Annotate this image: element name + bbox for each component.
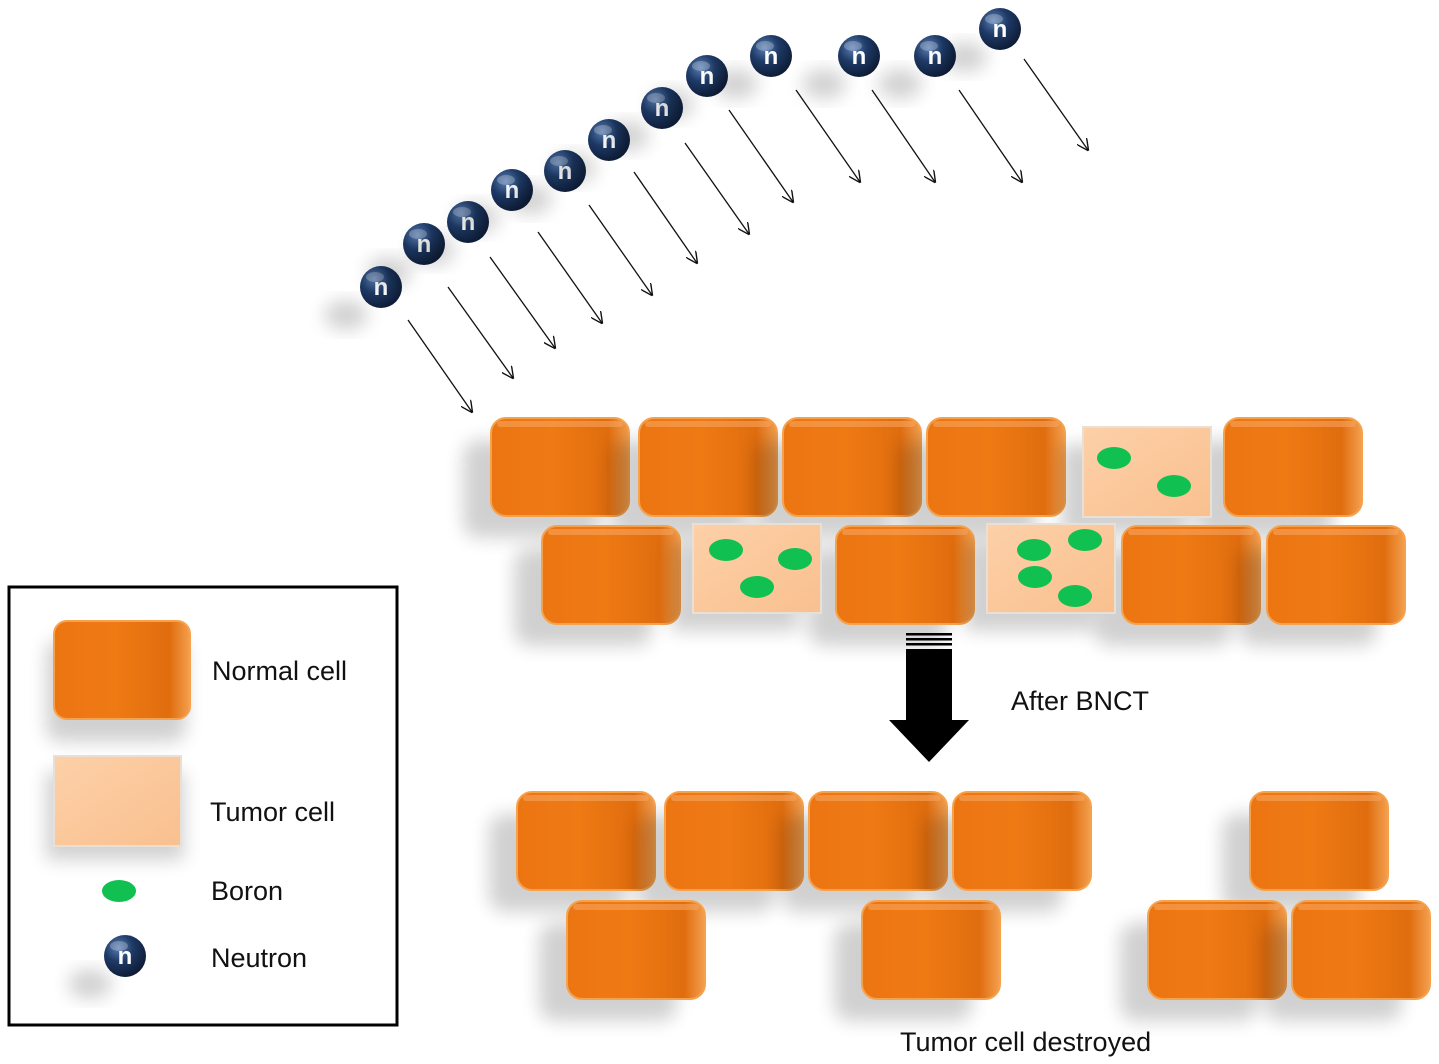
- after-bnct-label: After BNCT: [1011, 686, 1149, 716]
- neutron-icon-legend: n: [68, 935, 146, 999]
- neutron-icon: n: [943, 8, 1021, 72]
- tumor-cell: [1061, 426, 1212, 535]
- neutron-beam-arrows: [407, 58, 1088, 412]
- neutron-beam-arrow: [684, 142, 749, 234]
- legend-tumor-label: Tumor cell: [210, 797, 335, 827]
- normal-cell: [1196, 417, 1363, 538]
- tissue-after-bnct: [489, 791, 1431, 1021]
- neutron-symbol: n: [993, 16, 1008, 43]
- normal-cell: [489, 791, 656, 912]
- neutron-symbol: n: [928, 43, 943, 70]
- neutron-beam-arrow: [537, 231, 602, 323]
- neutron-beam-arrow: [795, 89, 860, 182]
- legend-tumor-cell-swatch: [46, 755, 184, 860]
- normal-cell: [1222, 791, 1389, 912]
- boron-dot: [1017, 539, 1051, 561]
- neutron-symbol: n: [700, 63, 715, 90]
- neutron-beam-arrow: [1023, 58, 1088, 150]
- legend-normal-label: Normal cell: [212, 656, 347, 686]
- neutron-beam-arrow: [588, 204, 652, 295]
- neutron-beam-arrow: [489, 256, 555, 348]
- neutron-beam-arrow: [407, 319, 472, 412]
- normal-cell: [463, 417, 630, 538]
- legend: Normal cell Tumor cell Boron n Neutron: [7, 585, 399, 1027]
- legend-neutron-label: Neutron: [211, 943, 307, 973]
- neutron-icon: n: [878, 35, 956, 99]
- normal-cell: [781, 791, 948, 912]
- neutron-symbol: n: [764, 43, 779, 70]
- normal-cell: [1264, 900, 1431, 1021]
- boron-dot: [1157, 475, 1191, 497]
- neutron-icon: n: [802, 35, 880, 99]
- neutron-beam-arrow: [447, 286, 513, 378]
- normal-cell: [899, 417, 1066, 538]
- normal-cell: [539, 900, 706, 1021]
- normal-cell: [611, 417, 778, 538]
- boron-dot: [1058, 585, 1092, 607]
- tumor-cell: [671, 523, 822, 631]
- neutron-beam-arrow: [633, 171, 697, 263]
- legend-frame: [7, 585, 399, 1027]
- neutron-icon: n: [650, 55, 728, 119]
- neutron-icon: n: [68, 935, 146, 999]
- neutron-symbol: n: [852, 43, 867, 70]
- down-arrow-icon: [889, 633, 969, 762]
- neutron-beam-arrow: [728, 109, 793, 202]
- tumor-destroyed-label: Tumor cell destroyed: [900, 1027, 1151, 1057]
- normal-cell: [514, 525, 681, 646]
- tissue-before-bnct: [463, 417, 1406, 646]
- boron-dot: [709, 539, 743, 561]
- normal-cell: [808, 525, 975, 646]
- boron-icon: [102, 880, 136, 902]
- boron-dot: [1097, 447, 1131, 469]
- normal-cell: [925, 791, 1092, 912]
- boron-dot: [778, 548, 812, 570]
- normal-cell: [834, 900, 1001, 1021]
- normal-cell: [1094, 525, 1261, 646]
- normal-cell: [1239, 525, 1406, 646]
- neutron-icon: n: [714, 35, 792, 99]
- legend-normal-cell-swatch: [46, 620, 191, 742]
- normal-cell: [637, 791, 804, 912]
- boron-dot: [740, 576, 774, 598]
- neutron-beam-arrow: [871, 89, 935, 182]
- normal-cell: [1120, 900, 1287, 1021]
- tumor-cell: [965, 523, 1116, 631]
- boron-dot: [1018, 566, 1052, 588]
- legend-boron-label: Boron: [211, 876, 283, 906]
- normal-cell: [755, 417, 922, 538]
- neutron-beam-arrow: [958, 89, 1022, 182]
- boron-dot: [1068, 529, 1102, 551]
- neutron-symbol: n: [118, 943, 133, 970]
